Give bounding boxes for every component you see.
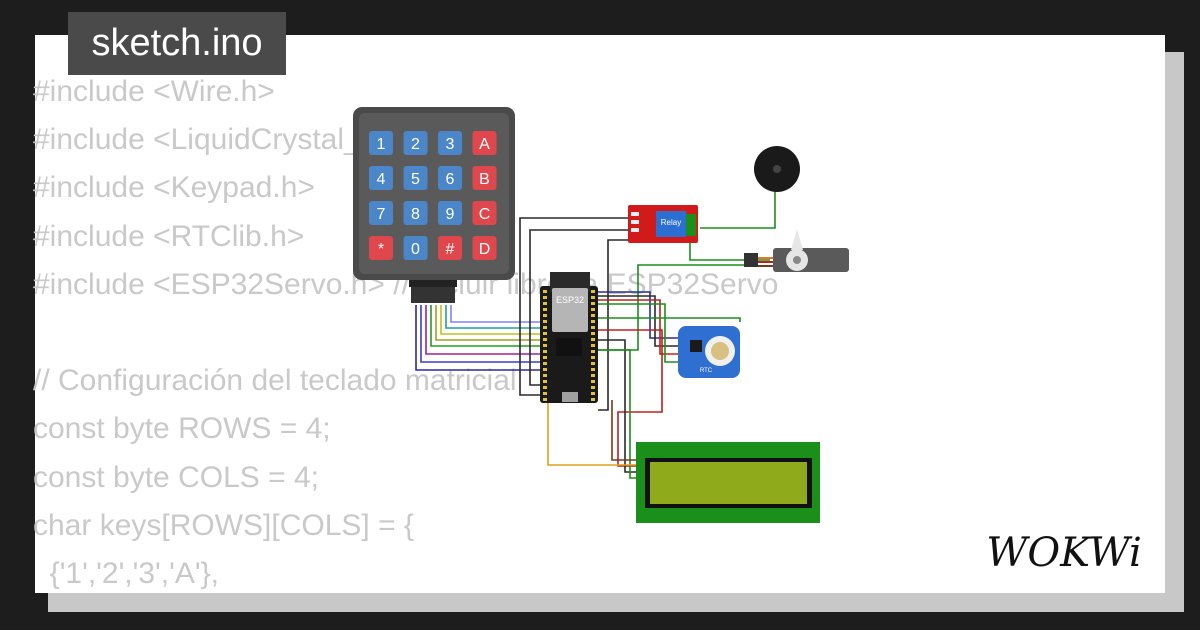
servo-component [744, 229, 849, 272]
esp32-pin [591, 374, 595, 377]
esp32-pin [543, 350, 547, 353]
keypad-key [472, 131, 497, 155]
code-line: char keys[ROWS][COLS] = { [33, 508, 414, 542]
esp32-pins [543, 290, 595, 401]
keypad-key-label: 2 [411, 136, 420, 153]
keypad-key-label: 8 [411, 206, 420, 223]
rtc-module: RTC [678, 326, 740, 378]
esp32-pin [591, 380, 595, 383]
code-line: #include <Wire.h> [33, 75, 275, 108]
wokwi-logo-text: WOKWi [986, 530, 1142, 576]
code-line: const byte ROWS = 4; [33, 412, 331, 446]
esp32-pin [591, 362, 595, 365]
keypad-keys: 1 2 3 A 4 5 6 B 7 8 9 C * 0 # D [369, 131, 497, 260]
esp32-pin [591, 386, 595, 389]
esp32-pin [543, 338, 547, 341]
esp32-pin [591, 332, 595, 335]
esp32-pin [591, 296, 595, 299]
esp32-pin [543, 326, 547, 329]
keypad-key [369, 166, 393, 190]
esp32-pin [591, 356, 595, 359]
keypad-key-label: 7 [377, 206, 386, 223]
esp32-pin [543, 386, 547, 389]
keypad-key-label: B [479, 171, 490, 188]
esp32-pin [543, 362, 547, 365]
esp32-pin [591, 398, 595, 401]
keypad-key [403, 201, 428, 225]
keypad-key-label: C [479, 206, 491, 223]
keypad-key-label: A [479, 136, 490, 153]
keypad-key [472, 201, 497, 225]
relay-label: Relay [661, 218, 681, 227]
esp32-pin [591, 320, 595, 323]
preview-card [35, 35, 1165, 593]
buzzer-component [754, 146, 800, 192]
keypad-key [472, 166, 497, 190]
keypad-key-label: 5 [411, 171, 420, 188]
keypad-key-label: 1 [377, 136, 386, 153]
esp32-pin [591, 302, 595, 305]
esp32-pin [543, 332, 547, 335]
esp32-pin [543, 398, 547, 401]
keypad-key-label: D [479, 241, 491, 258]
keypad-key-label: 6 [446, 171, 455, 188]
keypad-key-label: 0 [411, 241, 420, 258]
keypad-key [369, 131, 393, 155]
esp32-pin [543, 302, 547, 305]
esp32-pin [543, 380, 547, 383]
code-line: const byte COLS = 4; [33, 460, 319, 494]
esp32-pin [591, 308, 595, 311]
keypad-key [403, 131, 428, 155]
esp32-pin [591, 314, 595, 317]
keypad-key [438, 166, 462, 190]
keypad-key [403, 166, 428, 190]
esp32-pin [591, 326, 595, 329]
lcd-display [636, 442, 820, 523]
keypad-key-label: 9 [446, 206, 455, 223]
esp32-pin [543, 296, 547, 299]
keypad-key-label: 3 [446, 136, 455, 153]
relay-module: Relay [628, 205, 698, 243]
keypad-key-label: # [446, 241, 455, 258]
code-line: #include <RTClib.h> [33, 219, 305, 253]
keypad-key [472, 236, 497, 260]
keypad-component: 1 2 3 A 4 5 6 B 7 8 9 C * 0 # D [353, 107, 515, 303]
keypad-key [438, 131, 462, 155]
esp32-pin [543, 320, 547, 323]
esp32-pin [543, 344, 547, 347]
code-line: {'1','2','3','A'}, [33, 556, 219, 590]
esp32-pin [591, 350, 595, 353]
keypad-key [438, 236, 462, 260]
esp32-pin [543, 290, 547, 293]
keypad-key [369, 236, 393, 260]
keypad-key-label: * [378, 241, 384, 258]
keypad-key-label: 4 [377, 171, 386, 188]
esp32-board: ESP32 [540, 272, 598, 403]
esp32-pin [591, 368, 595, 371]
esp32-pin [591, 344, 595, 347]
keypad-key [438, 201, 462, 225]
esp32-pin [543, 314, 547, 317]
esp32-pin [543, 368, 547, 371]
wokwi-logo: WOKWi [986, 530, 1142, 576]
esp32-pin [591, 338, 595, 341]
esp32-pin [543, 308, 547, 311]
esp32-pin [543, 374, 547, 377]
rtc-label: RTC [700, 368, 713, 374]
esp32-label: ESP32 [556, 295, 584, 305]
wires [415, 190, 776, 479]
esp32-pin [591, 392, 595, 395]
keypad-key [403, 236, 428, 260]
keypad-key [369, 201, 393, 225]
esp32-pin [543, 392, 547, 395]
esp32-pin [591, 290, 595, 293]
code-line: #include <Keypad.h> [33, 171, 315, 205]
sketch-title-tab: sketch.ino [68, 12, 286, 75]
esp32-pin [543, 356, 547, 359]
